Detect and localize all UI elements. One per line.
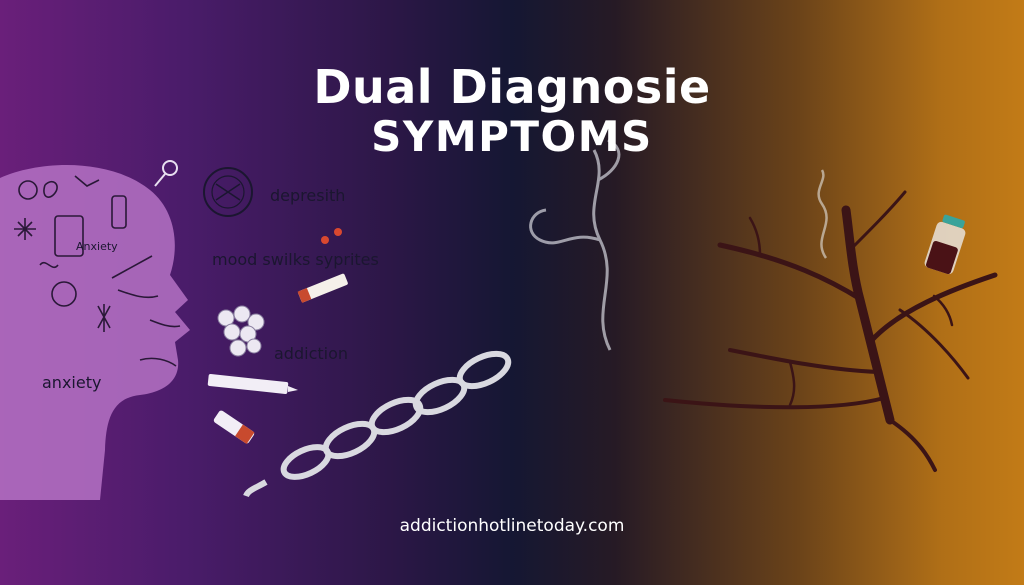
squiggle-doodle-icon <box>39 261 59 269</box>
brain-doodle-icon <box>18 180 38 200</box>
scribble-icon <box>74 175 100 187</box>
head-doodles <box>14 175 181 367</box>
jar-icon <box>924 214 966 275</box>
page-title: Dual Diagnosie <box>313 60 711 114</box>
pills-icon <box>217 305 265 357</box>
label-anxiety: anxiety <box>42 373 102 392</box>
cigarette-icon <box>297 273 348 303</box>
nose-lips-icon <box>139 319 181 367</box>
pill-small-icon <box>213 410 255 444</box>
label-addiction: addiction <box>274 344 349 363</box>
butterfly-doodle-icon <box>97 304 111 332</box>
red-dots-icon <box>321 228 342 244</box>
face-doodle-icon <box>51 281 77 307</box>
hand-doodle-icon <box>43 180 58 198</box>
label-anxiety-small: Anxiety <box>76 240 118 253</box>
page-subtitle: SYMPTOMS <box>371 112 653 161</box>
pen-icon <box>207 374 298 394</box>
feather-doodle-icon <box>117 289 159 299</box>
bottle-doodle-icon <box>111 195 127 229</box>
broken-chain-icon <box>243 350 512 498</box>
magnifier-icon <box>154 160 178 187</box>
small-smoke-icon <box>817 169 828 259</box>
label-mood-swings: mood swilks syprites <box>212 250 379 269</box>
flower-doodle-icon <box>14 218 36 240</box>
label-depression: depresith <box>270 186 346 205</box>
head-silhouette <box>0 165 190 500</box>
tree-roots-icon <box>663 190 998 472</box>
smoke-icon <box>529 138 621 351</box>
slash-doodle-icon <box>111 255 153 279</box>
shirt-doodle-icon <box>54 215 84 257</box>
footer-website: addictionhotlinetoday.com <box>399 516 625 536</box>
depression-badge-icon <box>203 167 253 217</box>
